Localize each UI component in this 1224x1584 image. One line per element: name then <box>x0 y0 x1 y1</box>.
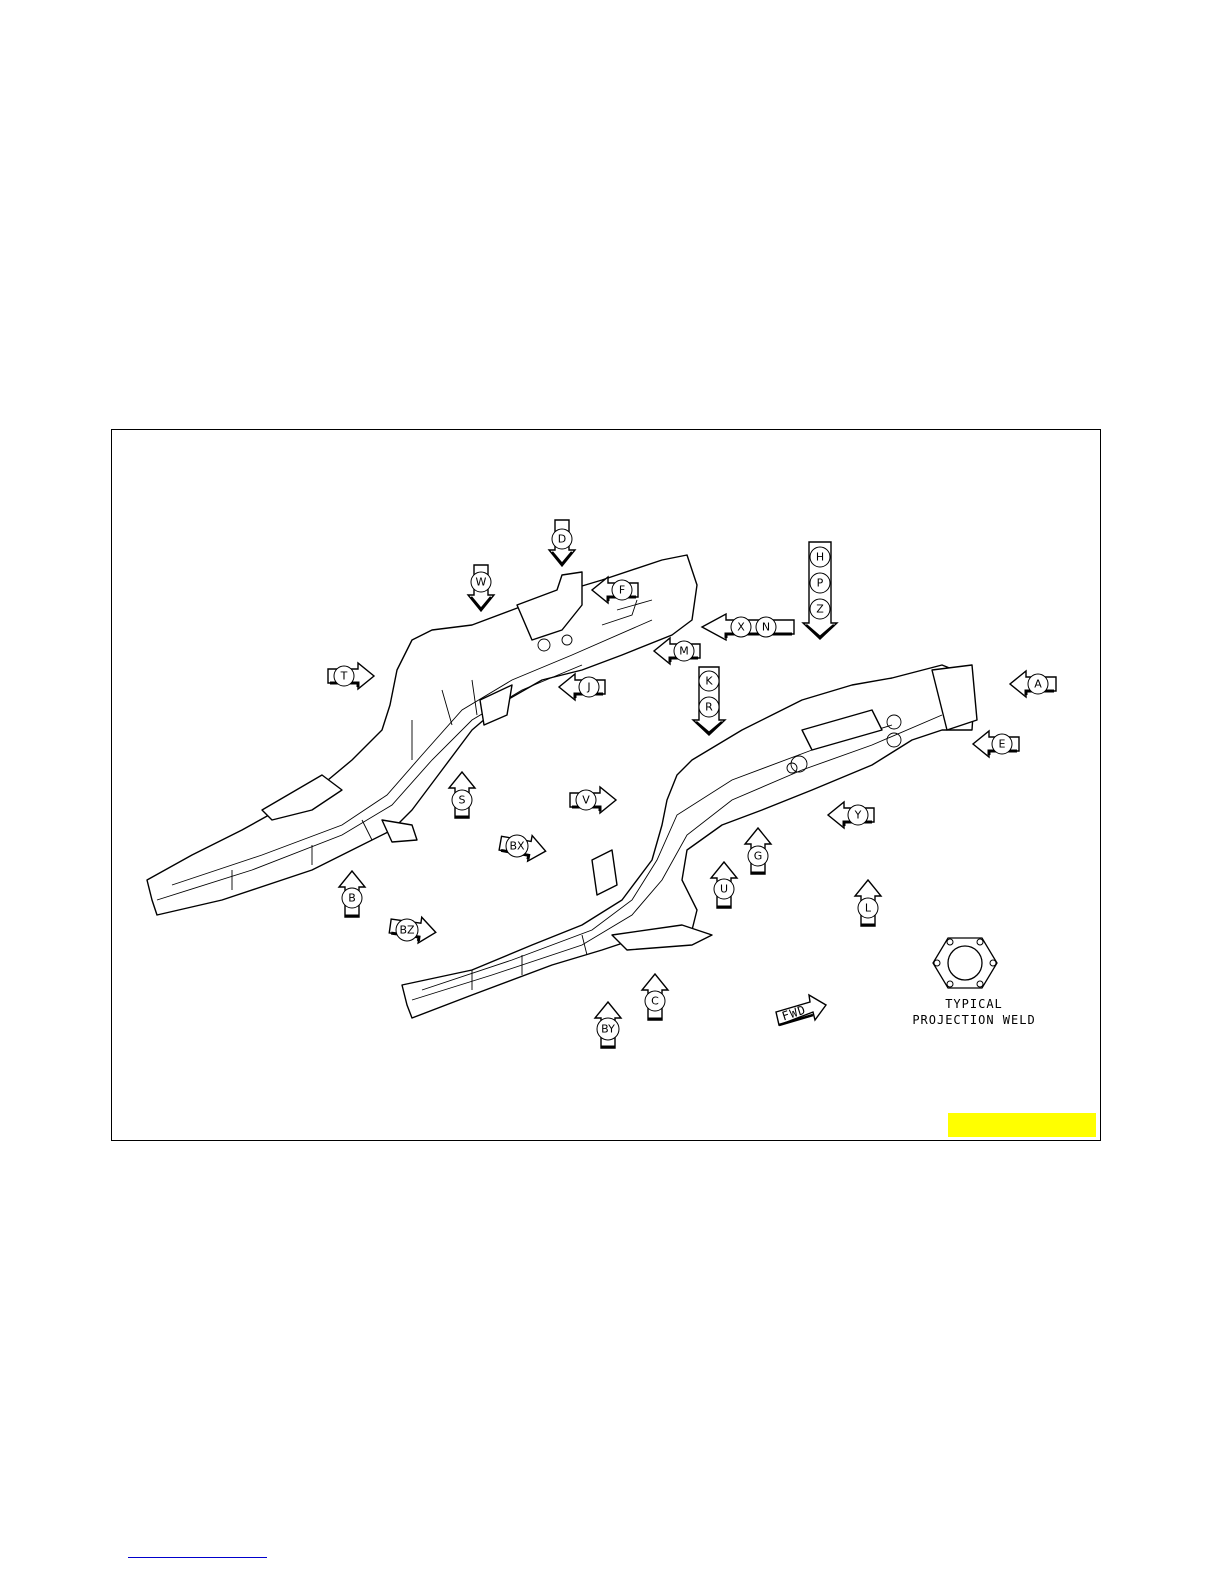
svg-text:F: F <box>619 584 625 597</box>
svg-text:H: H <box>816 551 824 564</box>
svg-text:J: J <box>586 681 590 694</box>
svg-text:D: D <box>558 533 566 546</box>
svg-text:V: V <box>582 794 590 807</box>
svg-text:W: W <box>476 576 487 589</box>
svg-text:L: L <box>865 902 872 915</box>
svg-text:Y: Y <box>854 809 862 822</box>
diagram-frame: D W F H P Z X N M T J K <box>111 429 1101 1141</box>
callout-B: B <box>339 871 365 917</box>
svg-text:M: M <box>679 645 689 658</box>
projection-weld-caption: PROJECTION WELD <box>912 1013 1035 1027</box>
callout-BX: BX <box>498 830 548 864</box>
svg-text:T: T <box>340 670 348 683</box>
yellow-highlight-tag <box>948 1113 1096 1137</box>
svg-text:K: K <box>705 675 713 688</box>
svg-text:FWD: FWD <box>780 1003 808 1024</box>
callout-XN: X N <box>702 614 794 640</box>
callout-C: C <box>642 974 668 1020</box>
callout-E: E <box>973 731 1019 757</box>
callout-G: G <box>745 828 771 874</box>
projection-weld-icon <box>933 938 997 988</box>
callout-Y: Y <box>828 802 874 828</box>
callout-KR: K R <box>693 667 725 735</box>
svg-text:C: C <box>651 995 659 1008</box>
callout-V: V <box>570 787 616 813</box>
callout-BZ: BZ <box>388 913 437 945</box>
callout-W: W <box>468 565 494 611</box>
svg-text:R: R <box>705 701 713 714</box>
callout-S: S <box>449 772 475 818</box>
callout-BY: BY <box>595 1002 621 1048</box>
footer-link-underline[interactable] <box>128 1557 267 1558</box>
svg-text:B: B <box>348 892 356 905</box>
svg-text:N: N <box>762 621 770 634</box>
callout-M: M <box>654 638 700 664</box>
svg-text:A: A <box>1034 678 1042 691</box>
svg-text:Z: Z <box>816 603 824 616</box>
svg-text:U: U <box>720 883 728 896</box>
typical-caption: TYPICAL <box>945 997 1003 1011</box>
callout-HPZ: H P Z <box>803 542 837 639</box>
svg-text:BY: BY <box>601 1023 615 1036</box>
svg-text:X: X <box>737 621 745 634</box>
svg-text:BX: BX <box>509 840 525 853</box>
svg-text:E: E <box>999 738 1006 751</box>
callout-A: A <box>1010 671 1056 697</box>
left-frame-rail <box>147 555 697 915</box>
callout-D: D <box>549 520 575 566</box>
fwd-arrow: FWD <box>776 995 826 1025</box>
callout-J: J <box>559 674 605 700</box>
callout-U: U <box>711 862 737 908</box>
svg-text:P: P <box>817 577 824 590</box>
callout-L: L <box>855 880 881 926</box>
svg-text:G: G <box>754 850 763 863</box>
svg-text:BZ: BZ <box>399 924 415 937</box>
svg-text:S: S <box>459 794 466 807</box>
callout-T: T <box>328 663 374 689</box>
weld-locations-diagram: D W F H P Z X N M T J K <box>112 430 1102 1142</box>
